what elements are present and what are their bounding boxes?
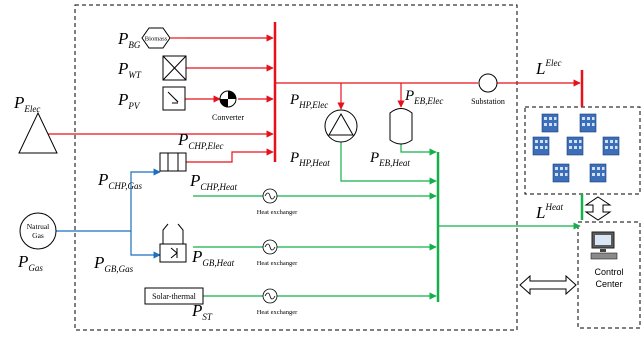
control-center-label-1: Control <box>594 267 623 277</box>
substation-label: Substation <box>471 97 505 106</box>
computer-icon <box>590 231 618 260</box>
label-p-chp-gas: PCHP,Gas <box>97 170 142 191</box>
heat-exchanger-icon: Heat exchanger <box>257 239 298 267</box>
label-l-heat: LHeat <box>535 202 563 222</box>
building-icon-group <box>532 113 620 183</box>
double-arrow-icon <box>519 274 577 296</box>
eb-to-heat-bus <box>400 144 437 156</box>
biomass-icon: Biomass <box>141 27 171 49</box>
natural-gas-icon: Natrual Gas <box>19 212 57 250</box>
heat-exchanger-icon: Heat exchanger <box>257 188 298 216</box>
label-p-st: PST <box>191 301 213 322</box>
natural-gas-label-2: Gas <box>32 231 44 240</box>
label-p-hp-elec: PHP,Elec <box>289 92 328 110</box>
heat-exchanger-label: Heat exchanger <box>257 309 298 316</box>
chp-icon <box>159 152 187 172</box>
heat-exchanger-label: Heat exchanger <box>257 209 298 216</box>
solar-thermal-icon: Solar-thermal <box>144 287 204 305</box>
label-p-hp-heat: PHP,Heat <box>289 150 330 168</box>
label-p-elec: PElec <box>13 93 40 114</box>
pv-panel-icon <box>162 86 186 111</box>
label-p-wt: PWT <box>117 59 142 80</box>
label-l-elec: LElec <box>535 58 561 78</box>
grid-triangle-icon <box>18 111 58 154</box>
chp-to-bus <box>186 148 274 163</box>
label-p-gas: PGas <box>17 252 43 273</box>
hp-to-heat-bus <box>340 142 437 185</box>
control-center-label-2: Center <box>595 279 622 289</box>
label-p-pv: PPV <box>117 90 141 111</box>
label-p-eb-heat: PEB,Heat <box>369 150 410 168</box>
label-p-chp-elec: PCHP,Elec <box>177 130 223 151</box>
heat-pump-icon <box>324 109 358 143</box>
natural-gas-label-1: Natrual <box>27 222 50 231</box>
gas-boiler-icon <box>159 223 187 263</box>
heat-exchanger-label: Heat exchanger <box>257 260 298 267</box>
biomass-label: Biomass <box>145 36 168 43</box>
gas-to-chp <box>56 168 161 232</box>
label-p-gb-gas: PGB,Gas <box>93 253 134 274</box>
double-arrow-icon <box>584 196 612 221</box>
heat-exchanger-icon: Heat exchanger <box>257 288 298 316</box>
converter-label: Converter <box>212 113 244 122</box>
control-center-boundary <box>577 221 641 329</box>
gas-to-gb <box>130 231 161 259</box>
label-p-eb-elec: PEB,Elec <box>404 88 443 106</box>
label-p-chp-heat: PCHP,Heat <box>189 171 237 192</box>
solar-thermal-label: Solar-thermal <box>152 292 197 301</box>
label-p-gb-heat: PGB,Heat <box>191 247 235 268</box>
substation-icon <box>478 73 498 93</box>
wind-turbine-icon <box>162 55 187 81</box>
label-p-bg: PBG <box>117 29 141 50</box>
electric-boiler-icon <box>389 108 413 145</box>
system-boundary <box>74 4 518 331</box>
converter-icon <box>219 90 237 108</box>
